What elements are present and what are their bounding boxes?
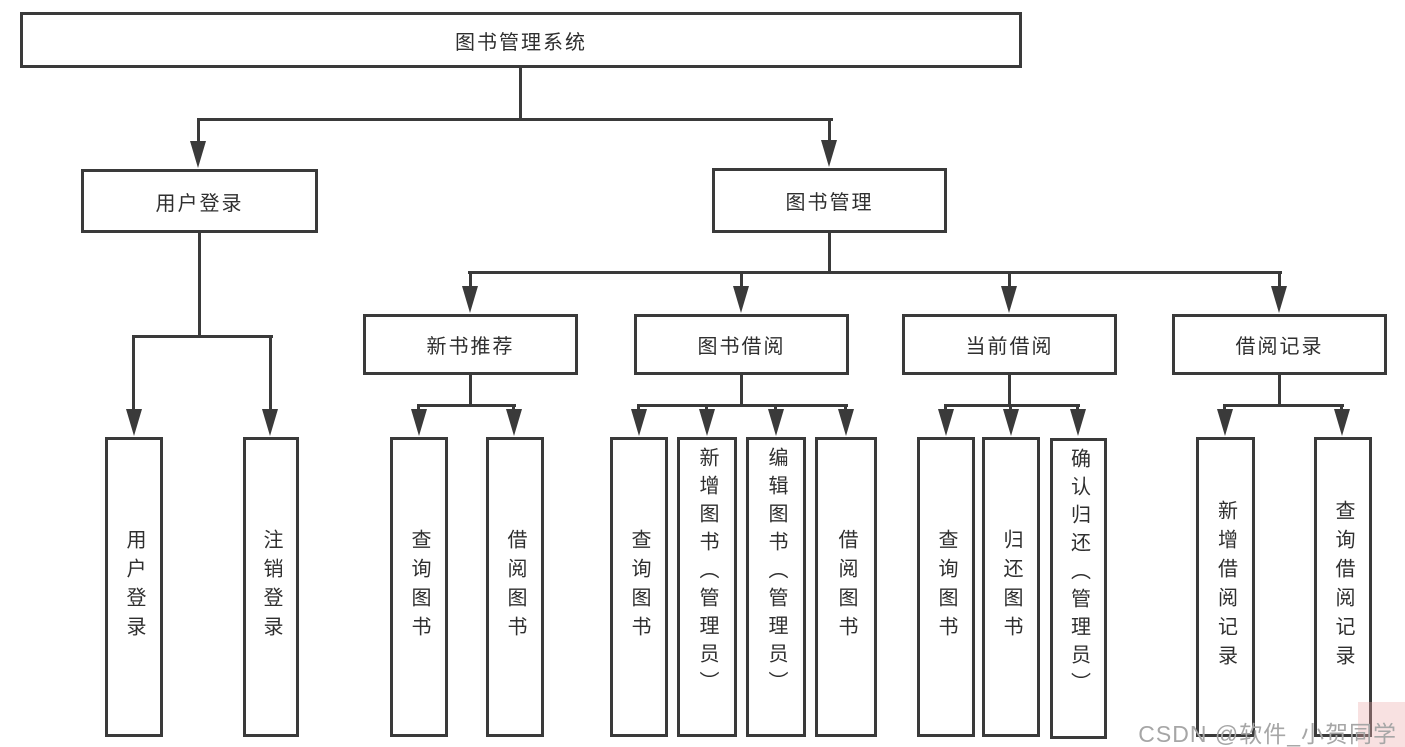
arrow-down-icon [733, 286, 749, 313]
leaf-label: 查询借阅记录 [1332, 500, 1354, 674]
leaf-label: 注销登录 [260, 529, 282, 645]
connector-drop [417, 404, 420, 413]
connector-drop [637, 404, 640, 413]
connector-borrow-stem [740, 374, 743, 407]
leaf-query-borrow-record: 查询借阅记录 [1314, 437, 1372, 737]
node-current-borrow: 当前借阅 [902, 314, 1117, 375]
leaf-label: 新增图书（管理员） [696, 447, 718, 699]
watermark-highlight [1358, 702, 1405, 747]
leaf-logout: 注销登录 [243, 437, 299, 737]
leaf-query-books-current: 查询图书 [917, 437, 975, 737]
leaf-label: 查询图书 [935, 529, 957, 645]
arrow-down-icon [768, 409, 784, 436]
leaf-query-books-borrow: 查询图书 [610, 437, 668, 737]
connector-drop-new-book [469, 271, 472, 288]
connector-user-login-stem [198, 231, 201, 338]
leaf-label: 编辑图书（管理员） [765, 447, 787, 699]
connector-drop-current [1008, 271, 1011, 288]
connector-drop [774, 404, 777, 413]
connector-drop [844, 404, 847, 413]
connector-current-bus [944, 404, 1080, 407]
arrow-down-icon [1271, 286, 1287, 313]
connector-drop [705, 404, 708, 413]
arrow-down-icon [838, 409, 854, 436]
leaf-label: 归还图书 [1000, 529, 1022, 645]
leaf-edit-book-admin: 编辑图书（管理员） [746, 437, 806, 737]
connector-book-mgmt-stem [828, 231, 831, 274]
node-book-management: 图书管理 [712, 168, 947, 233]
connector-drop-leaf-logout [269, 335, 272, 412]
leaf-label: 借阅图书 [835, 529, 857, 645]
leaf-return-book: 归还图书 [982, 437, 1040, 737]
node-book-borrow: 图书借阅 [634, 314, 849, 375]
node-root: 图书管理系统 [20, 12, 1022, 68]
arrow-down-icon [1001, 286, 1017, 313]
arrow-down-icon [631, 409, 647, 436]
leaf-borrow-books-newbook: 借阅图书 [486, 437, 544, 737]
arrow-down-icon [1217, 409, 1233, 436]
leaf-add-borrow-record: 新增借阅记录 [1196, 437, 1255, 737]
connector-current-stem [1008, 374, 1011, 407]
arrow-down-icon [938, 409, 954, 436]
connector-drop-records [1278, 271, 1281, 288]
leaf-label: 查询图书 [408, 529, 430, 645]
connector-records-stem [1278, 374, 1281, 407]
arrow-down-icon [126, 409, 142, 436]
leaf-borrow-books-borrow: 借阅图书 [815, 437, 877, 737]
connector-drop [944, 404, 947, 413]
leaf-user-login: 用户登录 [105, 437, 163, 737]
arrow-down-icon [1334, 409, 1350, 436]
connector-drop [1009, 404, 1012, 413]
connector-drop [1340, 404, 1343, 413]
connector-drop-leaf-user-login [132, 335, 135, 412]
connector-drop [512, 404, 515, 413]
leaf-label: 借阅图书 [504, 529, 526, 645]
connector-level2-bus [468, 271, 1282, 274]
connector-records-bus [1223, 404, 1344, 407]
node-new-book-recommend: 新书推荐 [363, 314, 578, 375]
connector-new-book-stem [469, 374, 472, 407]
leaf-label: 用户登录 [123, 529, 145, 645]
arrow-down-icon [462, 286, 478, 313]
arrow-down-icon [699, 409, 715, 436]
leaf-label: 确认归还（管理员） [1067, 448, 1090, 700]
node-borrow-records: 借阅记录 [1172, 314, 1387, 375]
connector-drop-borrow [740, 271, 743, 288]
connector-user-login-bus [132, 335, 273, 338]
connector-drop-book-mgmt [828, 118, 831, 144]
leaf-confirm-return-admin: 确认归还（管理员） [1050, 438, 1107, 739]
connector-root-stem [519, 66, 522, 120]
watermark-text: CSDN @软件_小贺同学 [1138, 721, 1397, 747]
connector-drop [1223, 404, 1226, 413]
arrow-down-icon [411, 409, 427, 436]
leaf-add-book-admin: 新增图书（管理员） [677, 437, 737, 737]
arrow-down-icon [506, 409, 522, 436]
connector-level1-bus [197, 118, 833, 121]
connector-drop-user-login [197, 118, 200, 144]
connector-borrow-bus [637, 404, 848, 407]
leaf-label: 新增借阅记录 [1214, 500, 1237, 674]
arrow-down-icon [262, 409, 278, 436]
node-user-login: 用户登录 [81, 169, 318, 233]
arrow-down-icon [821, 140, 837, 167]
arrow-down-icon [1003, 409, 1019, 436]
connector-new-book-bus [417, 404, 516, 407]
leaf-label: 查询图书 [628, 529, 650, 645]
leaf-query-books-newbook: 查询图书 [390, 437, 448, 737]
arrow-down-icon [1070, 409, 1086, 436]
connector-drop [1076, 404, 1079, 413]
arrow-down-icon [190, 141, 206, 168]
